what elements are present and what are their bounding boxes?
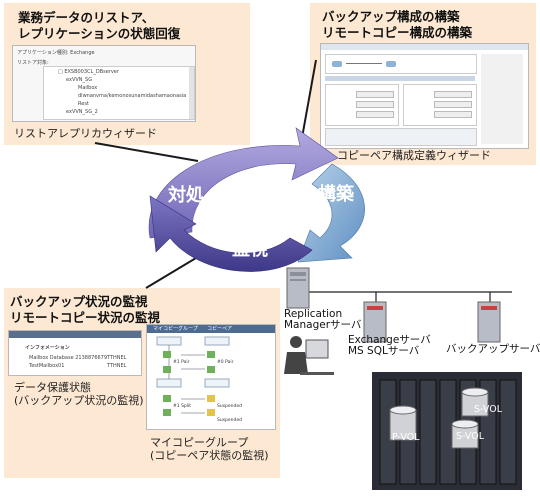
dp-info-header: インフォメーション	[25, 345, 70, 351]
connector-line	[145, 251, 207, 289]
backup-server-label: バックアップサーバ	[446, 343, 540, 355]
wizard-table	[325, 128, 477, 146]
tab-copy-pair[interactable]: コピーペア	[207, 326, 233, 332]
restore-panel-title-line2: レプリケーションの状態回復	[18, 26, 181, 41]
arrow-icon	[346, 63, 382, 64]
monitor-caption1-line2: (バックアップ状況の監視)	[14, 394, 144, 407]
monitor-panel-title-line1: バックアップ状況の監視	[10, 294, 148, 309]
replication-line	[409, 389, 471, 421]
server-icon	[477, 301, 501, 343]
pair-node-label: #1 Pair	[173, 359, 190, 365]
pair-node-label: Suspended	[217, 417, 242, 423]
svol-label-mid: S-VOL	[456, 431, 485, 442]
cycle-arrow-dark	[149, 195, 313, 272]
monitor-caption2-line1: マイコピーグループ	[150, 436, 249, 449]
volume-icon	[386, 61, 396, 67]
config-panel-title-line2: リモートコピー構成の構築	[322, 25, 473, 40]
dp-row-name[interactable]: Mailbox Database 2138876679	[29, 355, 108, 361]
wizard-form-right	[403, 84, 477, 126]
tree-item[interactable]: dlwnanvma/kemonosunamidashamaonasia	[78, 93, 187, 99]
cycle-label-right: 構築	[318, 183, 355, 205]
pair-node-label: Suspended	[217, 403, 242, 409]
restore-tree: □ EXSB003CL_DBserver exVVN_SG Mailbox dl…	[43, 66, 195, 120]
tree-item[interactable]: exVVN_SG	[66, 77, 93, 83]
dp-row-value: TTHNEL	[107, 355, 127, 361]
dp-header	[9, 331, 141, 338]
cycle-arrow-blue	[297, 163, 365, 263]
tree-scrollbar[interactable]	[189, 67, 194, 119]
pvol-label: P-VOL	[392, 432, 420, 443]
storage-rack-icon	[372, 372, 522, 490]
volume-icon	[332, 61, 342, 67]
form-field[interactable]	[434, 101, 472, 108]
dp-row-value: TTHNEL	[107, 363, 127, 369]
operator-icon	[284, 336, 334, 375]
wizard-diagram-box	[325, 54, 477, 74]
mcg-tab-bar	[147, 325, 275, 333]
form-field[interactable]	[356, 111, 394, 118]
config-panel-title-line1: バックアップ構成の構築	[322, 9, 460, 24]
my-copy-group-screenshot: マイコピーグループ コピーペア #1 Pair #0 Pair #1 Split…	[146, 324, 276, 430]
connector-line	[94, 142, 199, 162]
tab-my-copy-group[interactable]: マイコピーグループ	[153, 326, 198, 332]
cycle-label-bottom: 監視	[232, 238, 268, 260]
form-field[interactable]	[434, 91, 472, 98]
replication-line	[415, 425, 461, 433]
svol-label-top: S-VOL	[474, 404, 503, 415]
tree-item[interactable]: exVVN_SG_2	[66, 109, 98, 115]
form-field[interactable]	[356, 101, 394, 108]
replication-server-label-line1: Replication	[284, 308, 343, 320]
dp-row-name[interactable]: TestMailbox01	[29, 363, 65, 369]
monitor-caption2-line2: (コピーペア状態の監視)	[150, 449, 269, 462]
pair-node-label: #1 Split	[173, 403, 191, 409]
data-protection-screenshot: インフォメーション Mailbox Database 2138876679 TT…	[8, 330, 142, 376]
copy-pair-wizard-screenshot	[320, 43, 529, 149]
restore-panel-caption: リストアレプリカウィザード	[14, 127, 157, 140]
pair-node-label: #0 Pair	[217, 359, 234, 365]
server-icon	[286, 267, 310, 309]
config-panel-caption: コピーペア構成定義ウィザード	[337, 149, 491, 162]
restore-app-label: アプリケーション種別: Exchange	[17, 50, 95, 56]
exchange-server-label-line1: Exchangeサーバ	[348, 334, 431, 346]
tree-item[interactable]: Rest	[78, 101, 89, 107]
copy-pair-graph: #1 Pair #0 Pair #1 Split Suspended Suspe…	[156, 336, 242, 423]
restore-panel-title-line1: 業務データのリストア、	[18, 10, 155, 25]
exchange-server-label-line2: MS SQLサーバ	[348, 345, 420, 357]
monitor-panel-title-line2: リモートコピー状況の監視	[10, 310, 161, 325]
form-field[interactable]	[356, 91, 394, 98]
cycle-label-left: 対処	[167, 184, 205, 206]
restore-wizard-screenshot: アプリケーション種別: Exchange リストア対象: □ EXSB003CL…	[12, 45, 196, 122]
restore-target-label: リストア対象:	[17, 60, 49, 66]
wizard-section-bar	[325, 76, 475, 81]
wizard-header-bar	[321, 44, 528, 50]
wizard-form-left	[325, 84, 399, 126]
monitor-caption1-line1: データ保護状態	[14, 381, 91, 394]
wizard-right-column	[481, 54, 523, 144]
tree-item[interactable]: □ EXSB003CL_DBserver	[58, 69, 119, 75]
form-field[interactable]	[434, 111, 472, 118]
tree-item[interactable]: Mailbox	[78, 85, 98, 91]
replication-server-label-line2: Managerサーバ	[284, 319, 362, 331]
